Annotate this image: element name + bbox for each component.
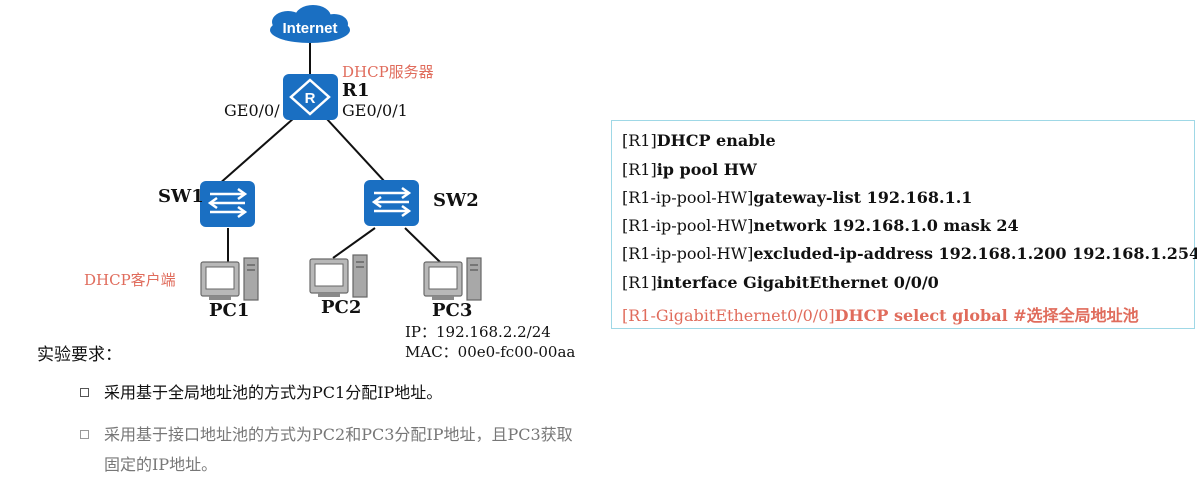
cli-command: DHCP select global #选择全局地址池	[834, 306, 1139, 325]
pc3-label: PC3	[432, 300, 473, 321]
cli-prompt: [R1-ip-pool-HW]	[622, 188, 754, 207]
link-r1-sw1	[217, 117, 295, 186]
requirement-text: 采用基于全局地址池的方式为PC1分配IP地址。	[104, 383, 443, 402]
router-role-label: DHCP服务器	[342, 63, 434, 81]
internet-cloud-icon	[270, 5, 350, 43]
cli-line: [R1-ip-pool-HW]gateway-list 192.168.1.1	[622, 188, 972, 207]
link-sw2-pc3	[404, 227, 441, 263]
pc-icon-pc2	[309, 254, 368, 298]
cli-prompt: [R1-ip-pool-HW]	[622, 244, 754, 263]
pc3-ip-label: IP：192.168.2.2/24	[405, 323, 551, 341]
cli-line: [R1]ip pool HW	[622, 160, 757, 179]
cli-prompt: [R1-GigabitEthernet0/0/0]	[622, 306, 835, 325]
router-icon: R	[283, 74, 338, 120]
cli-command: interface GigabitEthernet 0/0/0	[656, 273, 939, 292]
cli-line: [R1]DHCP enable	[622, 131, 776, 150]
pc3-mac-label: MAC：00e0-fc00-00aa	[405, 343, 576, 361]
bullet-square-icon	[80, 430, 89, 439]
cli-line: [R1-ip-pool-HW]network 192.168.1.0 mask …	[622, 216, 1019, 235]
cli-command: DHCP enable	[656, 131, 776, 150]
router-port-left-label: GE0/0/	[224, 101, 280, 120]
cli-prompt: [R1]	[622, 160, 657, 179]
cli-command: ip pool HW	[656, 160, 757, 179]
pc2-label: PC2	[321, 297, 362, 318]
cli-prompt: [R1-ip-pool-HW]	[622, 216, 754, 235]
pc-icon-pc1	[200, 257, 259, 301]
cli-command: excluded-ip-address 192.168.1.200 192.16…	[753, 244, 1197, 263]
cli-prompt: [R1]	[622, 131, 657, 150]
link-sw2-pc2	[332, 227, 376, 259]
requirements-list: 采用基于全局地址池的方式为PC1分配IP地址。 采用基于接口地址池的方式为PC2…	[80, 378, 580, 480]
cli-command-box: [R1]DHCP enable [R1]ip pool HW [R1-ip-po…	[611, 120, 1197, 329]
switch-icon-sw1	[200, 181, 255, 227]
requirement-item: 采用基于全局地址池的方式为PC1分配IP地址。	[80, 378, 580, 408]
requirement-item: 采用基于接口地址池的方式为PC2和PC3分配IP地址，且PC3获取固定的IP地址…	[80, 420, 580, 480]
bullet-square-icon	[80, 388, 89, 397]
router-name-label: R1	[342, 80, 370, 101]
switch-sw2-label: SW2	[433, 190, 479, 211]
link-r1-sw2	[325, 117, 386, 183]
pc-icon-pc3	[423, 257, 482, 301]
router-port-right-label: GE0/0/1	[342, 101, 408, 120]
cli-command: gateway-list 192.168.1.1	[753, 188, 973, 207]
cli-prompt: [R1]	[622, 273, 657, 292]
cli-line-highlight: [R1-GigabitEthernet0/0/0]DHCP select glo…	[622, 302, 1139, 326]
internet-label: Internet	[282, 20, 337, 37]
svg-text:R: R	[305, 90, 316, 107]
cli-command: network 192.168.1.0 mask 24	[753, 216, 1019, 235]
cli-line: [R1]interface GigabitEthernet 0/0/0	[622, 273, 939, 292]
pc1-label: PC1	[209, 300, 250, 321]
requirements-title: 实验要求：	[37, 345, 122, 365]
dhcp-client-label: DHCP客户端	[84, 271, 176, 289]
switch-sw1-label: SW1	[158, 186, 204, 207]
switch-icon-sw2	[364, 180, 419, 226]
cli-line: [R1-ip-pool-HW]excluded-ip-address 192.1…	[622, 244, 1197, 263]
requirement-text: 采用基于接口地址池的方式为PC2和PC3分配IP地址，且PC3获取固定的IP地址…	[104, 425, 573, 474]
